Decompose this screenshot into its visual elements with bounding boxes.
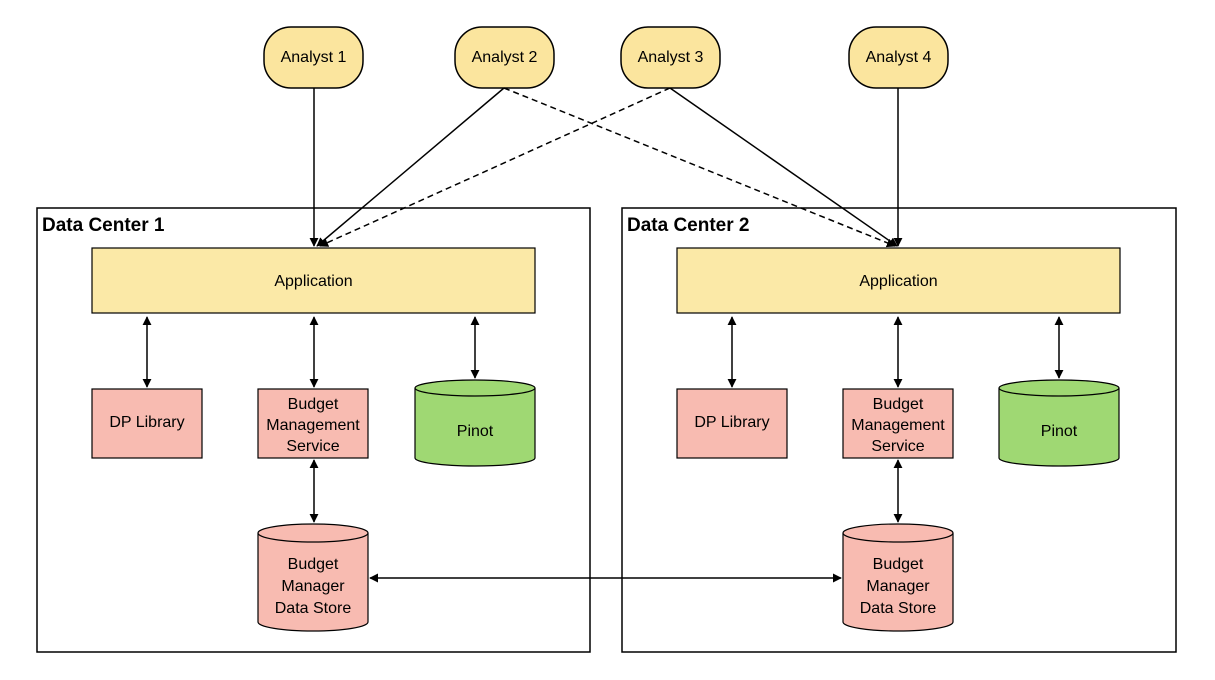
data-center-1-title: Data Center 1 bbox=[42, 215, 165, 236]
data-center-2-title: Data Center 2 bbox=[627, 215, 750, 236]
analyst-1-node: Analyst 1 bbox=[263, 26, 364, 89]
dc1-budget-manager-data-store: Budget Manager Data Store bbox=[257, 523, 369, 632]
analyst-2-node: Analyst 2 bbox=[454, 26, 555, 89]
analyst-3-node: Analyst 3 bbox=[620, 26, 721, 89]
dc2-budget-service-line-2: Management bbox=[851, 417, 945, 434]
dc1-dp-library-label: DP Library bbox=[109, 414, 184, 431]
dc1-data-store-line-1: Budget bbox=[288, 556, 339, 573]
dc1-dp-library-box: DP Library bbox=[91, 388, 203, 459]
dc1-application-label: Application bbox=[274, 273, 352, 290]
internal-edges bbox=[142, 316, 1064, 583]
analyst-3-label: Analyst 3 bbox=[638, 49, 704, 66]
edge-analyst-2-to-dc2-dashed bbox=[503, 87, 896, 248]
dc1-data-store-line-3: Data Store bbox=[275, 600, 352, 617]
dc2-dp-library-label: DP Library bbox=[694, 414, 769, 431]
dc1-budget-management-service-box: Budget Management Service bbox=[257, 388, 369, 459]
analyst-1-label: Analyst 1 bbox=[281, 49, 347, 66]
dc1-application-box: Application bbox=[91, 247, 536, 314]
data-center-2: Data Center 2 Application DP Library Bud… bbox=[621, 207, 1177, 653]
dc1-data-store-line-2: Manager bbox=[281, 578, 345, 595]
edge-analyst-3-to-dc1-dashed bbox=[319, 87, 671, 247]
dc2-application-label: Application bbox=[859, 273, 937, 290]
dc2-budget-manager-data-store: Budget Manager Data Store bbox=[842, 523, 954, 632]
dc2-dp-library-box: DP Library bbox=[676, 388, 788, 459]
dc2-budget-service-line-1: Budget bbox=[873, 396, 924, 413]
dc1-budget-service-line-3: Service bbox=[286, 438, 339, 455]
dc2-data-store-line-2: Manager bbox=[866, 578, 930, 595]
analyst-4-node: Analyst 4 bbox=[848, 26, 949, 89]
dc1-pinot-label: Pinot bbox=[457, 423, 494, 440]
dc1-budget-service-line-1: Budget bbox=[288, 396, 339, 413]
dc2-data-store-line-1: Budget bbox=[873, 556, 924, 573]
data-center-1: Data Center 1 Application DP Library Bud… bbox=[36, 207, 591, 653]
edge-analyst-3-to-dc2 bbox=[669, 87, 898, 247]
dc2-application-box: Application bbox=[676, 247, 1121, 314]
dc2-pinot-label: Pinot bbox=[1041, 423, 1078, 440]
analyst-edges bbox=[309, 87, 903, 248]
dc1-pinot-cylinder: Pinot bbox=[414, 379, 536, 467]
dc1-budget-service-line-2: Management bbox=[266, 417, 360, 434]
analyst-2-label: Analyst 2 bbox=[472, 49, 538, 66]
dc2-budget-management-service-box: Budget Management Service bbox=[842, 388, 954, 459]
analyst-4-label: Analyst 4 bbox=[866, 49, 932, 66]
dc2-data-store-line-3: Data Store bbox=[860, 600, 937, 617]
dc2-budget-service-line-3: Service bbox=[871, 438, 924, 455]
edge-analyst-2-to-dc1 bbox=[316, 87, 505, 247]
dc2-pinot-cylinder: Pinot bbox=[998, 379, 1120, 467]
